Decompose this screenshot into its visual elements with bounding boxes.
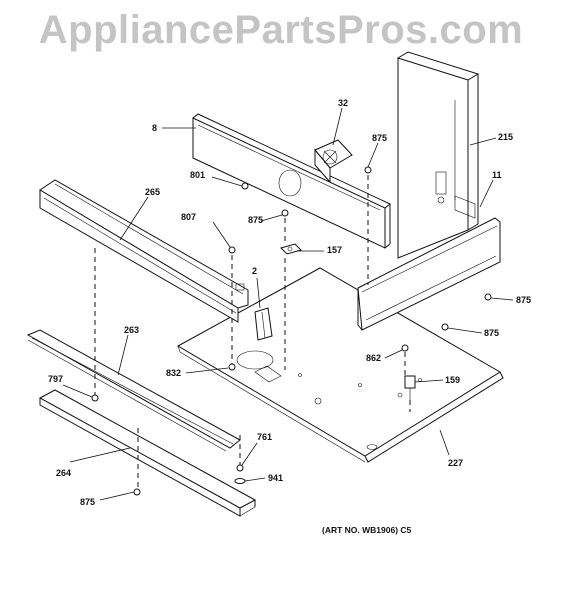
callout-875-top: 875 (372, 133, 387, 143)
fan-motor (314, 139, 353, 184)
watermark-logo: AppliancePartsPros.com (38, 8, 524, 52)
bracket (254, 307, 273, 341)
callout-263: 263 (124, 325, 139, 335)
callout-797: 797 (48, 374, 63, 384)
assembly-lines (94, 175, 411, 490)
callout-265: 265 (145, 187, 160, 197)
callout-8: 8 (152, 123, 157, 133)
callout-875-right-upper: 875 (516, 295, 531, 305)
callout-264: 264 (56, 468, 71, 478)
callout-2: 2 (252, 266, 257, 276)
callout-832: 832 (166, 368, 181, 378)
callout-32: 32 (338, 98, 348, 108)
callout-159: 159 (445, 375, 460, 385)
callout-labels: 8 32 875 215 801 11 265 807 875 157 2 87… (48, 98, 531, 507)
callout-941: 941 (268, 473, 283, 483)
callout-11: 11 (492, 170, 502, 180)
callout-807: 807 (181, 212, 196, 222)
rear-wall-panel (397, 51, 480, 259)
callout-875-right-lower: 875 (484, 328, 499, 338)
screws (91, 166, 492, 496)
callout-157: 157 (327, 245, 342, 255)
thermostat (280, 243, 302, 255)
bottom-channel (38, 389, 257, 517)
callout-801: 801 (190, 170, 205, 180)
callout-761: 761 (257, 432, 272, 442)
callout-215: 215 (498, 132, 513, 142)
side-rail (357, 195, 501, 331)
back-panel (192, 113, 391, 249)
leader-lines (62, 107, 514, 501)
callout-875-bottom: 875 (80, 497, 95, 507)
callout-862: 862 (366, 353, 381, 363)
callout-227: 227 (448, 458, 463, 468)
art-number: (ART NO. WB1906) C5 (322, 525, 412, 535)
callout-875-mid: 875 (248, 215, 263, 225)
front-frame (39, 179, 249, 323)
